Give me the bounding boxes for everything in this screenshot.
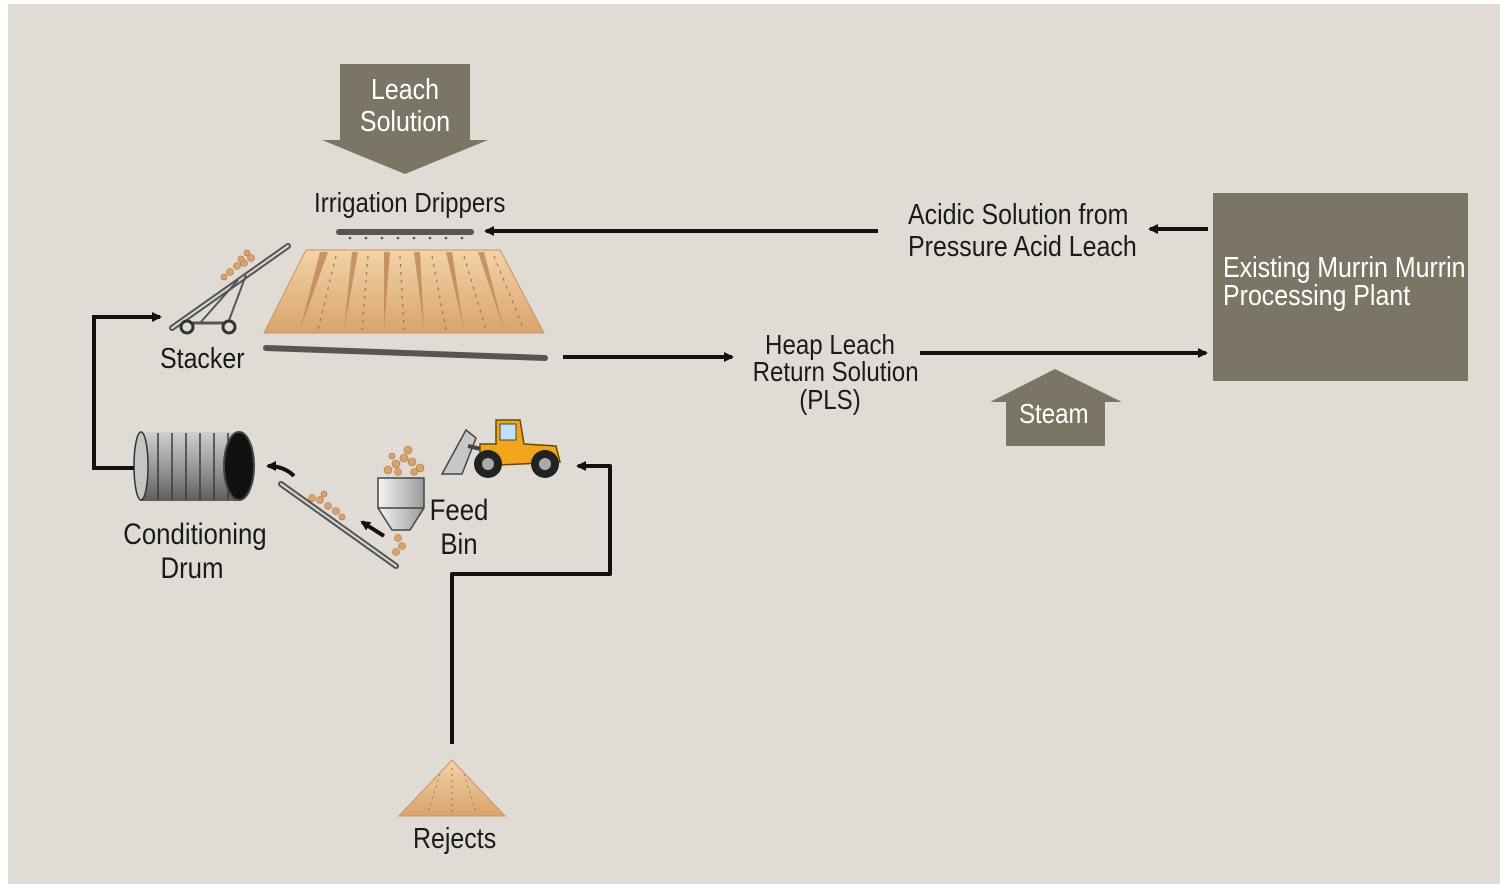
- processing-plant-box: [1213, 193, 1468, 381]
- processing-plant-label: Existing Murrin Murrin Processing Plant: [1223, 252, 1466, 313]
- heap-leach-line-3: (PLS): [799, 383, 861, 415]
- heap-pile: [263, 249, 545, 334]
- processing-plant-line-1: Existing Murrin Murrin: [1223, 252, 1466, 284]
- rejects-label: Rejects: [413, 823, 497, 855]
- processing-plant-line-2: Processing Plant: [1223, 280, 1411, 313]
- feed-bin-icon: [377, 445, 425, 556]
- rejects-pile-icon: [397, 759, 507, 817]
- feed-bin-line-2: Bin: [440, 527, 478, 561]
- feed-bin-label: Feed Bin: [429, 494, 489, 561]
- conditioning-line-1: Conditioning: [123, 518, 267, 551]
- leach-solution-line-1: Leach: [371, 74, 439, 106]
- acidic-solution-line-2: Pressure Acid Leach: [908, 231, 1137, 264]
- heap-leach-return-label: Heap Leach Return Solution (PLS): [752, 329, 919, 415]
- steam-label: Steam: [1019, 398, 1089, 429]
- feed-conveyor-icon: [278, 481, 399, 569]
- heap-leach-line-2: Return Solution: [752, 356, 919, 388]
- conveyor-to-drum-arrow: [266, 461, 296, 478]
- conditioning-drum-icon: [133, 431, 255, 501]
- heap-liner: [263, 345, 548, 361]
- stacker-label: Stacker: [160, 343, 245, 375]
- acidic-solution-label: Acidic Solution from Pressure Acid Leach: [908, 199, 1137, 264]
- irrigation-drippers-label: Irrigation Drippers: [314, 187, 506, 218]
- acidic-solution-line-1: Acidic Solution from: [908, 199, 1129, 231]
- stacker-icon: [169, 243, 291, 335]
- conditioning-drum-label: Conditioning Drum: [123, 518, 267, 585]
- conditioning-line-2: Drum: [160, 551, 224, 585]
- leach-solution-arrow: [322, 64, 488, 174]
- rejects-to-loader-arrow: [450, 461, 612, 744]
- steam-arrow: [990, 369, 1122, 446]
- irrigation-drippers-bar: [336, 229, 474, 235]
- dripper-dots: [348, 236, 464, 240]
- leach-solution-label: Leach Solution: [350, 74, 460, 139]
- diagram-background: [8, 4, 1500, 884]
- heap-leach-line-1: Heap Leach: [765, 329, 895, 360]
- bin-to-conveyor-arrow: [360, 520, 386, 538]
- drum-to-stacker-arrow: [92, 312, 162, 470]
- front-loader-icon: [440, 419, 561, 478]
- feed-bin-line-1: Feed: [429, 494, 489, 527]
- leach-solution-line-2: Solution: [359, 106, 451, 139]
